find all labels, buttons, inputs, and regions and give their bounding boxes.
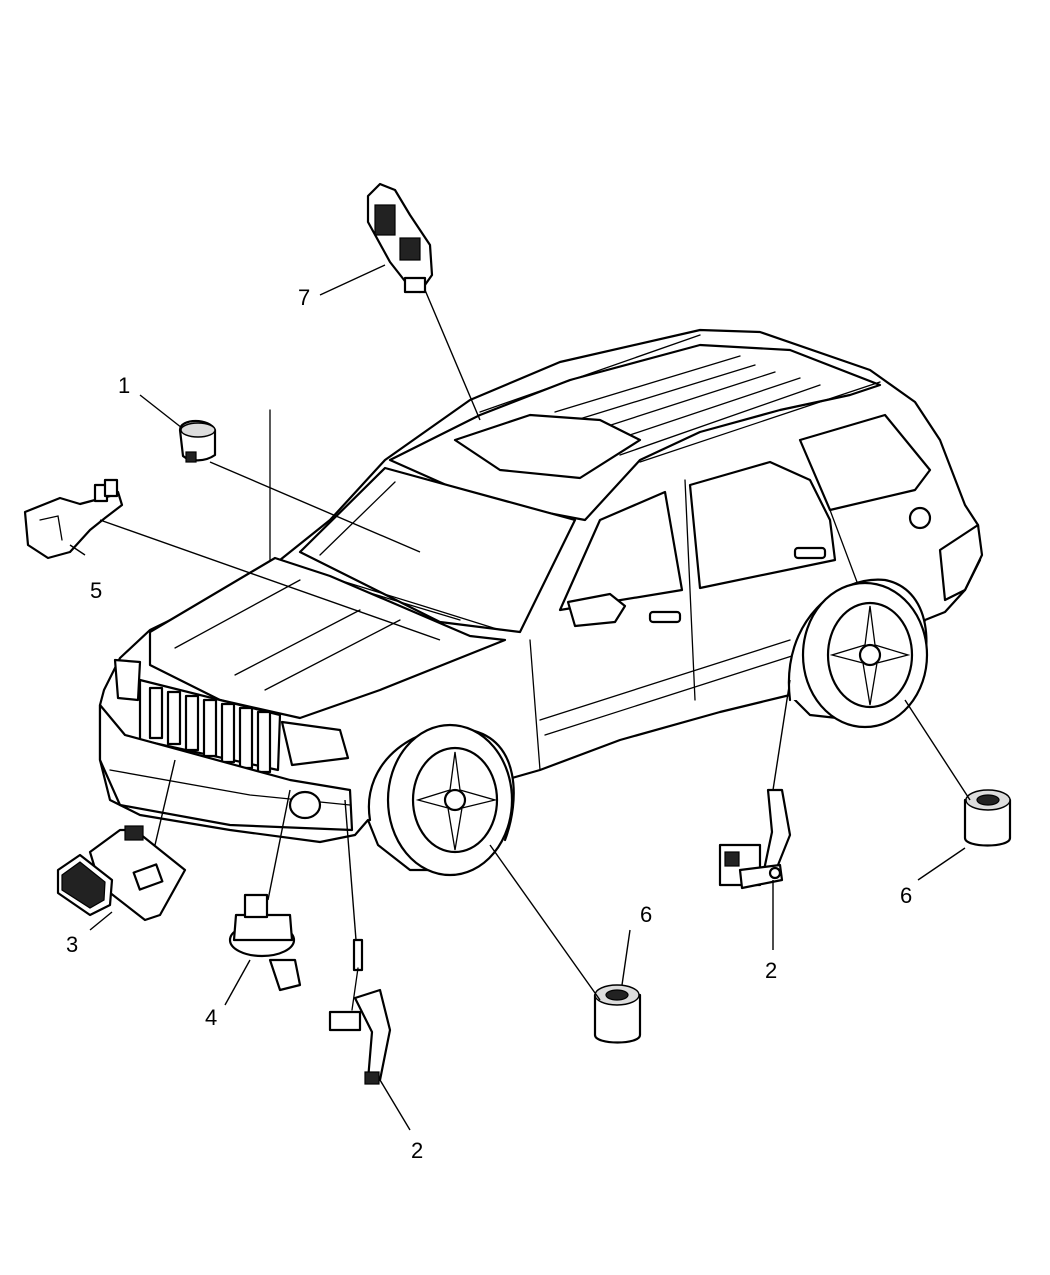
- callout-2-rear: 2: [765, 958, 777, 983]
- part-1-sensor: [178, 419, 217, 463]
- part-4-actuator: [228, 893, 302, 992]
- part-6-rear-tpms: [963, 789, 1012, 847]
- callout-labels: 1 2 2 3 4 5 6 6 7: [66, 285, 912, 1163]
- leader-5-target: [99, 519, 441, 641]
- leader-3-target: [154, 759, 176, 846]
- leader-1: [139, 394, 183, 429]
- leader-1-target: [209, 461, 421, 553]
- vehicle-suv-illustration: [98, 328, 984, 877]
- part-5-switch: [23, 478, 124, 560]
- part-2-rear-height-sensor: [718, 788, 792, 890]
- leader-6-front: [621, 929, 631, 986]
- callout-4: 4: [205, 1005, 217, 1030]
- leader-lines: [69, 264, 971, 1131]
- callout-6-front: 6: [640, 902, 652, 927]
- part-3-control-module: [56, 825, 187, 922]
- callout-5: 5: [90, 578, 102, 603]
- leader-2-front: [379, 1079, 411, 1131]
- part-2-front-height-sensor: [328, 938, 392, 1085]
- leader-6-front-target: [489, 844, 601, 1001]
- leader-7-target: [424, 289, 481, 421]
- part-6-front-tpms: [593, 984, 642, 1044]
- leader-6-rear: [917, 847, 966, 881]
- leader-6-rear-target: [904, 699, 971, 801]
- callout-6-rear: 6: [900, 883, 912, 908]
- callout-7: 7: [298, 285, 310, 310]
- part-7-module: [366, 182, 434, 294]
- leader-3: [89, 911, 113, 931]
- leader-2-front-target: [344, 799, 357, 941]
- leader-7: [319, 264, 386, 296]
- leader-4-target: [267, 789, 291, 901]
- callout-1: 1: [118, 373, 130, 398]
- leader-5: [69, 544, 86, 556]
- callout-3: 3: [66, 932, 78, 957]
- callout-2-front: 2: [411, 1138, 423, 1163]
- leader-2-rear-target: [772, 679, 791, 791]
- leader-4: [224, 959, 251, 1006]
